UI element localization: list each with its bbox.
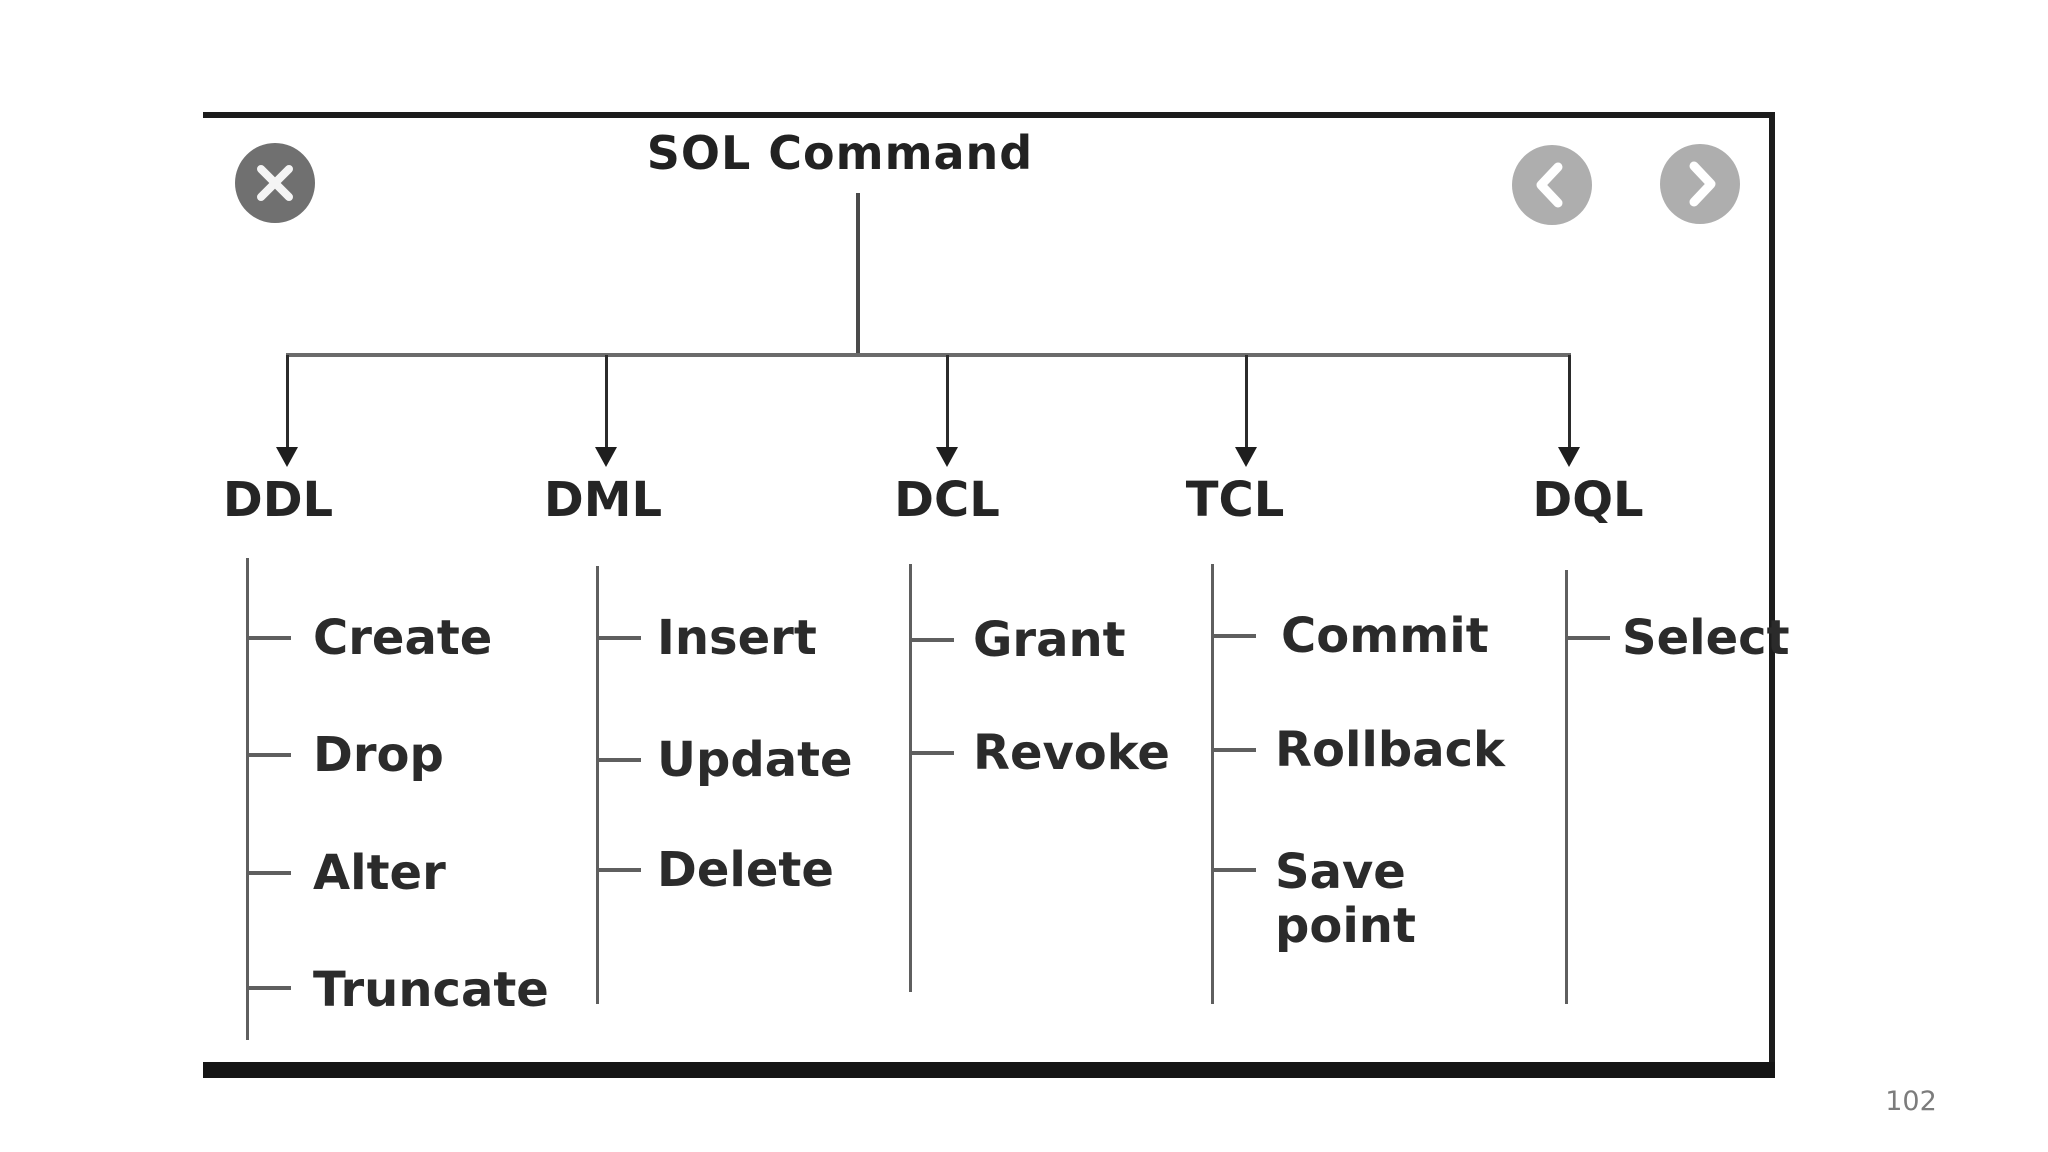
slide-top-border	[203, 112, 1773, 118]
category-label-dml: DML	[543, 472, 663, 528]
arrow-down-icon	[276, 447, 298, 467]
branch-line	[946, 355, 949, 449]
branch-line	[1568, 355, 1571, 449]
tree-item: Alter	[313, 845, 446, 901]
chevron-left-icon	[1512, 145, 1592, 225]
tick	[597, 868, 641, 872]
branch-line	[1245, 355, 1248, 449]
prev-button[interactable]	[1512, 145, 1592, 225]
tree-item: Grant	[973, 612, 1126, 668]
column-line-dml	[596, 566, 599, 1004]
tree-item: Revoke	[973, 725, 1170, 781]
tick	[1212, 748, 1256, 752]
title-stem-line	[856, 193, 860, 355]
tree-item: Update	[657, 732, 853, 788]
branch-connector-line	[286, 353, 1571, 357]
tick	[910, 751, 954, 755]
close-button[interactable]	[235, 143, 315, 223]
column-line-dcl	[909, 564, 912, 992]
column-line-tcl	[1211, 564, 1214, 1004]
tick	[597, 758, 641, 762]
tree-item: Insert	[657, 610, 817, 666]
column-line-dql	[1565, 570, 1568, 1004]
branch-line	[286, 355, 289, 449]
arrow-down-icon	[1235, 447, 1257, 467]
category-label-dcl: DCL	[894, 472, 1000, 528]
slide-bottom-bar	[203, 1062, 1775, 1078]
column-line-ddl	[246, 558, 249, 1040]
tick	[1212, 868, 1256, 872]
tree-item: Rollback	[1275, 722, 1505, 778]
next-button[interactable]	[1660, 144, 1740, 224]
category-label-tcl: TCL	[1185, 472, 1285, 528]
branch-line	[605, 355, 608, 449]
diagram-title: SOL Command	[646, 126, 1034, 180]
tree-item: Select	[1622, 610, 1790, 666]
tree-item: Save point	[1275, 844, 1416, 954]
tick	[1212, 634, 1256, 638]
tick	[247, 871, 291, 875]
slide-right-border	[1769, 112, 1775, 1078]
tick	[597, 636, 641, 640]
arrow-down-icon	[936, 447, 958, 467]
close-icon	[235, 143, 315, 223]
category-label-ddl: DDL	[222, 472, 334, 528]
page-number: 102	[1885, 1086, 1937, 1117]
tree-item: Truncate	[313, 962, 549, 1018]
tick	[1566, 636, 1610, 640]
arrow-down-icon	[1558, 447, 1580, 467]
tick	[247, 986, 291, 990]
arrow-down-icon	[595, 447, 617, 467]
tree-item: Create	[313, 610, 493, 666]
tick	[247, 753, 291, 757]
tick	[910, 638, 954, 642]
chevron-right-icon	[1660, 144, 1740, 224]
category-label-dql: DQL	[1532, 472, 1644, 528]
tree-item: Delete	[657, 842, 834, 898]
tick	[247, 636, 291, 640]
tree-item: Drop	[313, 727, 444, 783]
tree-item: Commit	[1281, 608, 1489, 664]
